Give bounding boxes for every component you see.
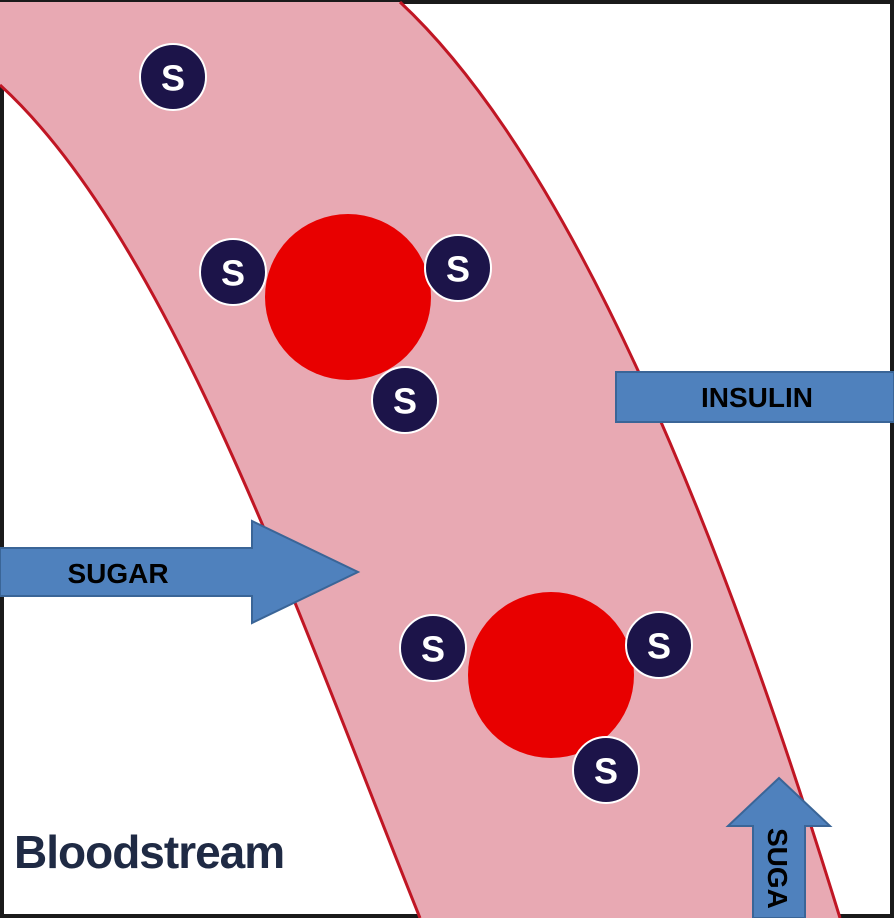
sugar-molecule-icon: S: [200, 239, 266, 305]
sugar-label: S: [647, 626, 671, 667]
sugar-molecule-icon: S: [425, 235, 491, 301]
sugar-label: S: [393, 381, 417, 422]
sugar-label: S: [161, 58, 185, 99]
sugar-arrow-label: SUGAR: [67, 558, 168, 589]
sugar-molecule-icon: S: [400, 615, 466, 681]
insulin-label: INSULIN: [701, 382, 813, 413]
sugar-label: S: [446, 249, 470, 290]
sugar-label: S: [221, 253, 245, 294]
sugar-molecule-icon: S: [626, 612, 692, 678]
diagram-title: Bloodstream: [14, 826, 284, 878]
sugar-arrow-bottom-label: SUGA: [762, 828, 793, 909]
sugar-molecule-icon: S: [372, 367, 438, 433]
red-blood-cell-icon: [265, 214, 431, 380]
sugar-molecule-icon: S: [573, 737, 639, 803]
sugar-molecule-icon: S: [140, 44, 206, 110]
red-blood-cell-icon: [468, 592, 634, 758]
sugar-label: S: [594, 751, 618, 792]
sugar-label: S: [421, 629, 445, 670]
insulin-box: INSULIN: [616, 372, 894, 422]
